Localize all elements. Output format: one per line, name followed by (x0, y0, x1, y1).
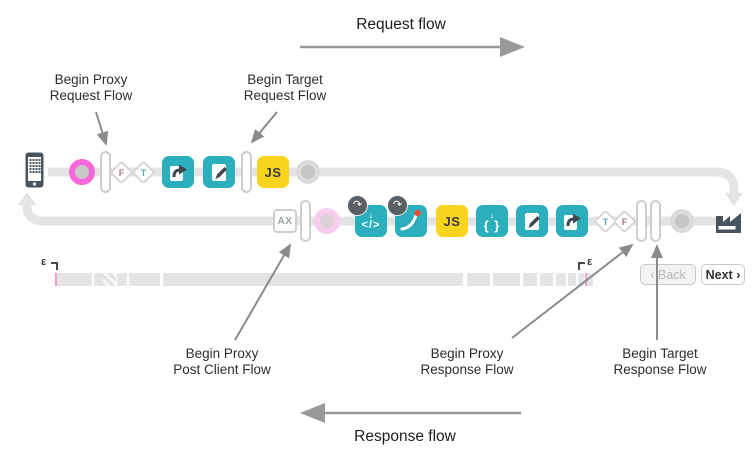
down-arrow-glyph: ↓ (489, 209, 495, 220)
timeline-segment[interactable] (163, 273, 463, 286)
timeline-segment[interactable] (493, 273, 520, 286)
callout-arrow-glyph (564, 213, 581, 230)
response-flow-title: Response flow (354, 428, 456, 445)
smartphone-icon (25, 152, 44, 188)
timeline-epsilon-right: ε (587, 256, 593, 268)
condition-label-t: T (602, 216, 609, 227)
request-flow-title: Request flow (356, 16, 446, 33)
target-request-flow-pill[interactable] (241, 151, 252, 193)
request-track (48, 167, 739, 193)
timeline-bar[interactable] (55, 273, 593, 286)
timeline-corner-right (578, 262, 585, 270)
timeline-segment[interactable] (578, 273, 584, 286)
annotation-begin-proxy-response-flow: Begin Proxy Response Flow (420, 346, 514, 377)
code-policy-icon[interactable]: ↓ </> (355, 205, 387, 237)
timeline-segment[interactable] (568, 273, 576, 286)
proxy-response-flow-pill[interactable] (636, 200, 647, 242)
request-step-node[interactable] (296, 160, 320, 184)
condition-label-t: T (140, 167, 147, 178)
condition-label-f: F (621, 216, 628, 227)
pencil-policy-icon[interactable] (516, 205, 548, 237)
javascript-policy-icon[interactable]: JS (257, 156, 289, 188)
braces-glyph: { } (483, 217, 501, 233)
route-policy-icon[interactable] (395, 205, 427, 237)
back-button[interactable]: ‹ Back (640, 264, 696, 285)
response-track (22, 205, 716, 226)
timeline-segment[interactable] (586, 273, 593, 286)
javascript-policy-icon[interactable]: JS (436, 205, 468, 237)
braces-policy-icon[interactable]: ↓ { } (476, 205, 508, 237)
timeline-segment[interactable] (103, 273, 116, 286)
timeline-tick (55, 273, 57, 286)
target-response-flow-pill[interactable] (650, 200, 661, 242)
condition-label-f: F (118, 167, 125, 178)
client-end-ring[interactable] (314, 208, 340, 234)
annotation-begin-proxy-request-flow: Begin Proxy Request Flow (49, 72, 133, 103)
timeline-tick (585, 273, 587, 286)
down-arrow-glyph: ↓ (368, 209, 374, 220)
pencil-glyph (525, 213, 540, 230)
next-button[interactable]: Next › (701, 264, 745, 285)
timeline-segment[interactable] (55, 273, 92, 286)
timeline-segment[interactable] (117, 273, 127, 286)
annotation-begin-proxy-post-client-flow: Begin Proxy Post Client Flow (173, 346, 271, 377)
client-start-ring[interactable] (69, 159, 95, 185)
annotation-begin-target-response-flow: Begin Target Response Flow (613, 346, 707, 377)
callout-arrow-glyph (170, 164, 187, 181)
analytics-box[interactable]: AX (273, 209, 297, 233)
pencil-glyph (212, 164, 227, 181)
redo-arrow-badge: ↷ (347, 195, 368, 216)
request-arrowhead-down (725, 193, 743, 206)
timeline-segment[interactable] (94, 273, 103, 286)
factory-icon (716, 213, 741, 233)
code-glyph: </> (361, 218, 381, 231)
callout-policy-icon[interactable] (162, 156, 194, 188)
redo-arrow-badge: ↷ (387, 195, 408, 216)
response-step-node[interactable] (670, 209, 694, 233)
timeline-segment[interactable] (523, 273, 537, 286)
proxy-post-client-flow-pill[interactable] (300, 200, 311, 242)
timeline-epsilon-left: ε (41, 256, 47, 268)
timeline-segment[interactable] (556, 273, 566, 286)
callout-policy-icon[interactable] (556, 205, 588, 237)
timeline-segment[interactable] (540, 273, 553, 286)
timeline-corner-left (51, 262, 58, 270)
route-glyph (400, 209, 421, 231)
annotation-begin-target-request-flow: Begin Target Request Flow (243, 72, 327, 103)
timeline-segment[interactable] (129, 273, 160, 286)
response-arrowhead-up (18, 192, 36, 205)
pencil-policy-icon[interactable] (203, 156, 235, 188)
timeline-segment[interactable] (467, 273, 490, 286)
